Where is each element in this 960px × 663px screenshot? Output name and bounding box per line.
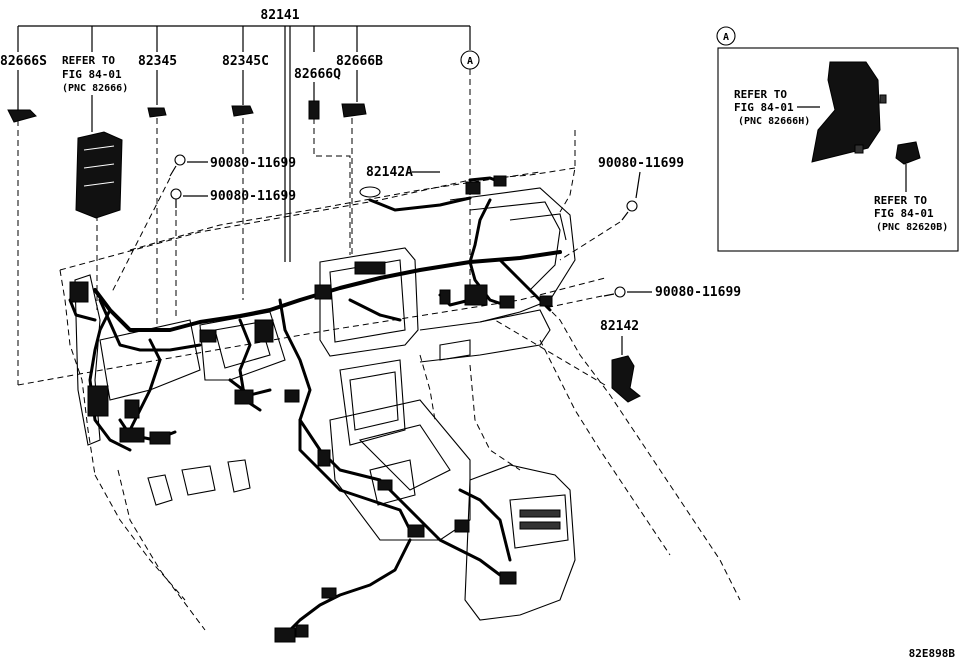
svg-text:FIG 84-01: FIG 84-01 — [874, 207, 934, 220]
svg-text:REFER TO: REFER TO — [874, 194, 927, 207]
svg-text:90080-11699: 90080-11699 — [210, 189, 296, 204]
inset-bracket-part — [811, 61, 881, 163]
svg-text:90080-11699: 90080-11699 — [598, 156, 684, 171]
label-82141: 82141 — [260, 8, 299, 23]
main-harness-callout: 82141 — [17, 8, 471, 262]
svg-text:FIG 84-01: FIG 84-01 — [734, 101, 794, 114]
connector-82666q — [308, 100, 320, 120]
bolt-4: 90080-11699 — [544, 285, 741, 309]
svg-text:82142: 82142 — [600, 319, 639, 334]
part-82142: 82142 — [494, 319, 641, 403]
relay-block-left — [75, 131, 123, 219]
svg-text:A: A — [467, 56, 473, 67]
inset-clip-part — [895, 141, 921, 165]
harness-connectors — [69, 175, 553, 643]
refer-left-line3: (PNC 82666) — [62, 83, 128, 94]
connector-82666b — [341, 103, 367, 118]
bolt-1: 90080-11699 — [111, 154, 296, 293]
svg-text:(PNC 82666H): (PNC 82666H) — [738, 116, 810, 127]
inset-panel-a: A REFER TO FIG 84-01 (PNC 82666H) REFER … — [716, 26, 959, 252]
bolt-3: 90080-11699 — [559, 156, 684, 261]
svg-text:A: A — [723, 32, 729, 43]
label-82345: 82345 — [138, 54, 177, 69]
svg-text:90080-11699: 90080-11699 — [655, 285, 741, 300]
connector-82345 — [147, 107, 167, 118]
figure-code: 82E898B — [909, 647, 956, 660]
svg-text:(PNC 82620B): (PNC 82620B) — [876, 222, 948, 233]
refer-left-line2: FIG 84-01 — [62, 68, 122, 81]
label-82666s: 82666S — [0, 54, 47, 69]
bolt-2: 90080-11699 — [170, 188, 296, 318]
label-82345c: 82345C — [222, 54, 269, 69]
connector-82666s — [7, 109, 37, 123]
label-82666b: 82666B — [336, 54, 383, 69]
connector-82345c — [231, 105, 254, 117]
svg-text:90080-11699: 90080-11699 — [210, 156, 296, 171]
svg-text:82142A: 82142A — [366, 165, 413, 180]
dashboard-panel — [74, 187, 576, 621]
label-82666q: 82666Q — [294, 67, 341, 82]
harness-main — [68, 198, 562, 637]
svg-text:REFER TO: REFER TO — [734, 88, 787, 101]
refer-left-line1: REFER TO — [62, 54, 115, 67]
part-82142a: 82142A — [359, 165, 507, 212]
